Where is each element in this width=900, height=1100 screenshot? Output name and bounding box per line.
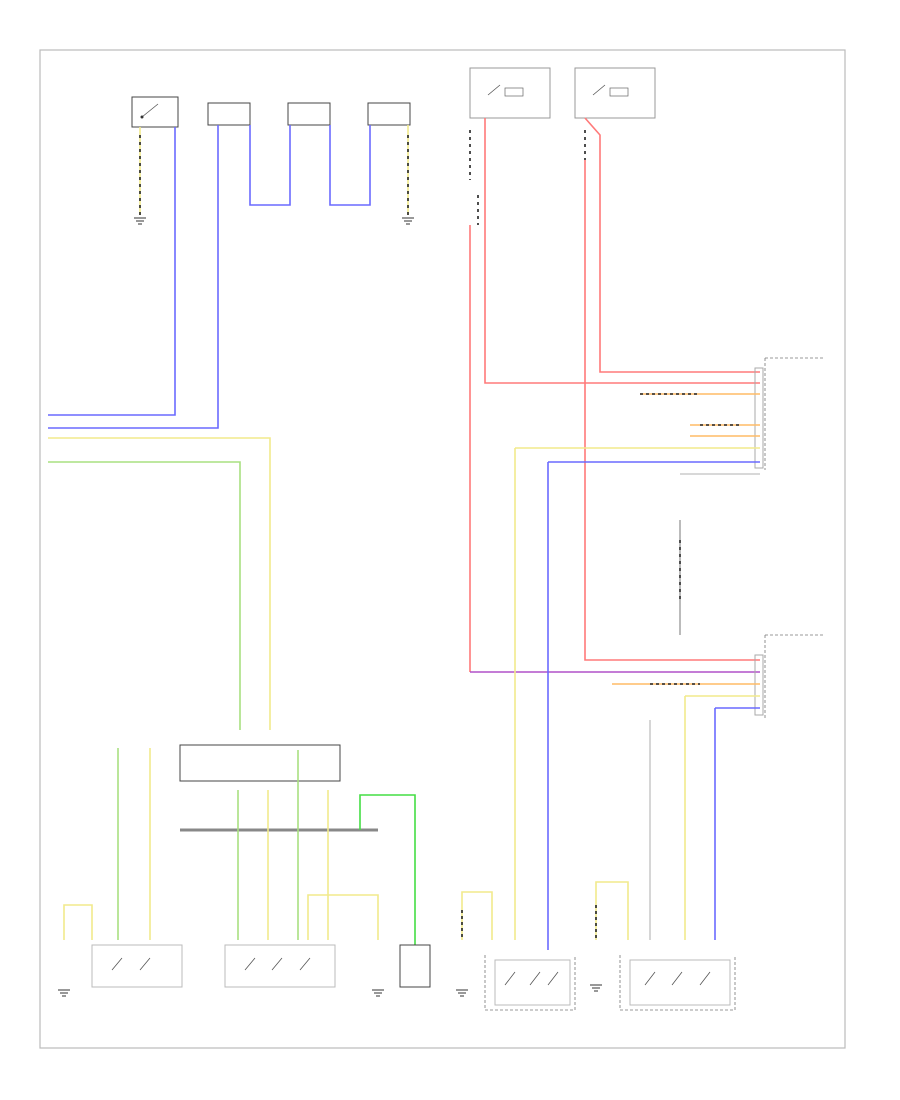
small-module bbox=[399, 944, 431, 988]
door-control-unit-rear-right bbox=[754, 634, 825, 720]
junction-connector bbox=[179, 744, 378, 832]
top-left-switch bbox=[131, 96, 179, 128]
ground-icon bbox=[372, 989, 384, 997]
window-switch-left bbox=[91, 944, 183, 988]
window-switch-center bbox=[224, 944, 336, 988]
ground-icon bbox=[402, 217, 414, 225]
sensor-3 bbox=[367, 102, 411, 126]
relay-1 bbox=[469, 67, 551, 119]
ground-icon bbox=[58, 989, 70, 997]
diagram-frame bbox=[39, 49, 846, 1049]
ground-icon bbox=[134, 217, 146, 225]
sensor-1 bbox=[207, 102, 251, 126]
front-passenger-door-control-unit bbox=[484, 955, 576, 1011]
rear-right-door-control-unit bbox=[619, 955, 736, 1011]
ground-icon bbox=[590, 984, 602, 992]
ground-icon bbox=[456, 989, 468, 997]
relay-2 bbox=[574, 67, 656, 119]
door-control-unit-front-right bbox=[754, 357, 825, 470]
sensor-2 bbox=[287, 102, 331, 126]
